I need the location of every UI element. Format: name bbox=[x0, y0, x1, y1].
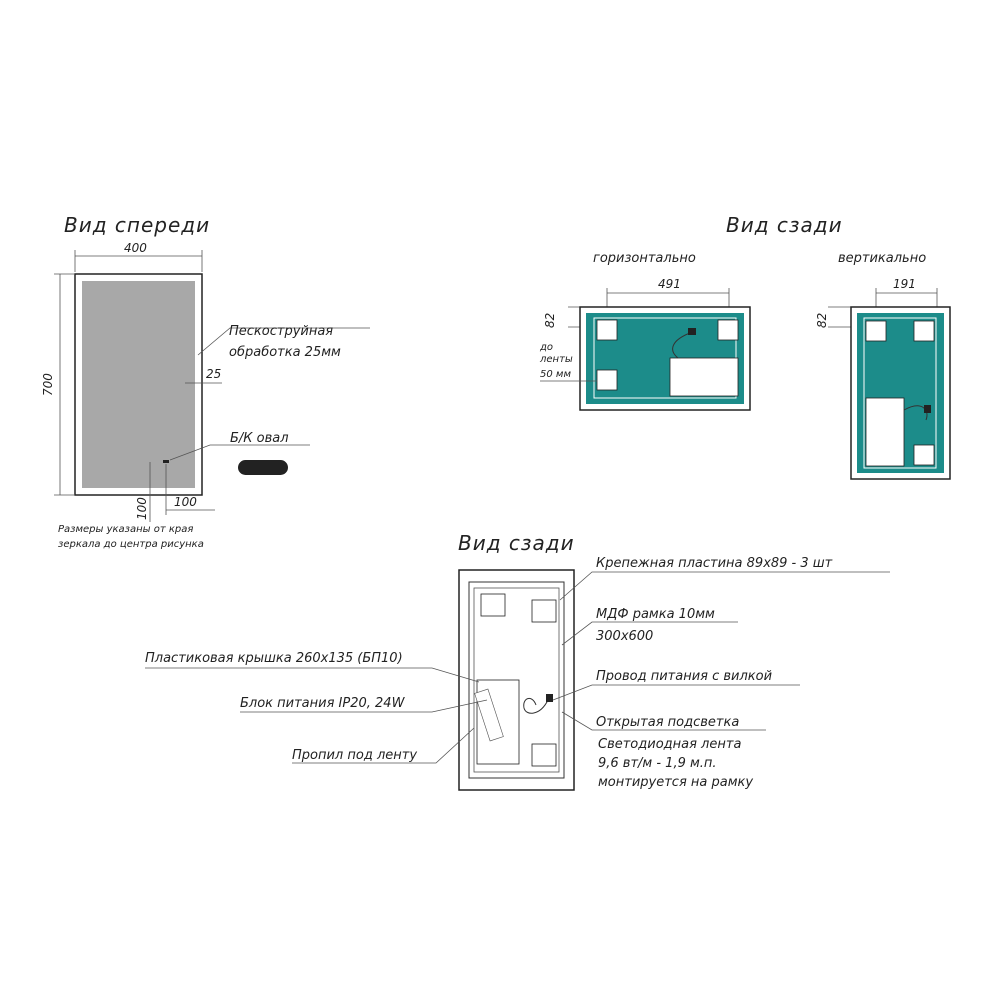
v-inner-border bbox=[863, 317, 937, 469]
back-bottom-title: Вид сзади bbox=[458, 531, 575, 555]
h-plate-1 bbox=[596, 319, 618, 341]
sandblast-label-2: обработка 25мм bbox=[229, 345, 341, 360]
horizontal-label: горизонтально bbox=[593, 251, 696, 266]
tape-note-1: до bbox=[539, 342, 553, 353]
h-cable bbox=[672, 332, 691, 359]
h-plate-3 bbox=[596, 369, 618, 391]
back-cable bbox=[523, 697, 549, 714]
front-view-title: Вид спереди bbox=[64, 213, 210, 237]
strip-label-3: монтируется на рамку bbox=[598, 775, 753, 790]
front-view: Вид спереди 400 700 Пескоструйная обрабо… bbox=[41, 213, 370, 550]
mdf-label-1: МДФ рамка 10мм bbox=[596, 607, 715, 622]
front-note-1: Размеры указаны от края bbox=[58, 524, 193, 535]
v-plate-1 bbox=[865, 320, 887, 342]
h-height-dim: 82 bbox=[543, 313, 557, 328]
v-plate-3 bbox=[913, 444, 935, 466]
v-psu-cover bbox=[865, 397, 905, 467]
back-plate-1 bbox=[480, 593, 506, 617]
sandblast-dim: 25 bbox=[206, 367, 221, 381]
h-plate-2 bbox=[717, 319, 739, 341]
tape-note-2: ленты bbox=[539, 354, 573, 365]
sandblast-label-1: Пескоструйная bbox=[229, 324, 333, 339]
front-mirror-glass bbox=[82, 281, 195, 488]
v-height-dim: 82 bbox=[815, 313, 829, 328]
v-plate-2 bbox=[913, 320, 935, 342]
back-frame-mdf bbox=[473, 587, 560, 773]
back-view-top: Вид сзади горизонтально вертикально 491 … bbox=[539, 213, 951, 480]
sensor-oval-icon bbox=[238, 460, 288, 475]
back-top-title: Вид сзади bbox=[726, 213, 843, 237]
sensor-offset-right: 100 bbox=[174, 495, 197, 509]
cover-label: Пластиковая крышка 260х135 (БП10) bbox=[145, 651, 403, 666]
sensor-offset-bottom: 100 bbox=[135, 497, 149, 520]
back-plug-icon bbox=[546, 694, 553, 702]
h-psu-cover bbox=[669, 357, 739, 397]
v-width-dim: 191 bbox=[893, 277, 916, 291]
v-plug-icon bbox=[924, 405, 931, 413]
cut-label: Пропил под ленту bbox=[292, 748, 417, 763]
back-plate-3 bbox=[531, 743, 557, 767]
vertical-label: вертикально bbox=[838, 251, 926, 266]
cable-label: Провод питания с вилкой bbox=[596, 669, 772, 684]
tape-note-3: 50 мм bbox=[540, 369, 571, 380]
v-cable bbox=[903, 405, 928, 421]
sensor-marker bbox=[163, 460, 169, 463]
front-height-dim: 700 bbox=[41, 373, 55, 396]
strip-label-2: 9,6 вт/м - 1,9 м.п. bbox=[598, 756, 717, 771]
strip-label-1: Светодиодная лента bbox=[598, 737, 741, 752]
front-note-2: зеркала до центра рисунка bbox=[58, 539, 204, 550]
back-plate-2 bbox=[531, 599, 557, 623]
led-label: Открытая подсветка bbox=[596, 715, 739, 730]
mdf-label-2: 300х600 bbox=[596, 629, 653, 644]
psu-label: Блок питания IP20, 24W bbox=[240, 696, 406, 711]
sensor-label: Б/К овал bbox=[230, 431, 289, 446]
h-plug-icon bbox=[688, 328, 696, 335]
front-width-dim: 400 bbox=[124, 241, 147, 255]
h-width-dim: 491 bbox=[658, 277, 681, 291]
plate-label: Крепежная пластина 89х89 - 3 шт bbox=[596, 556, 833, 571]
back-view-bottom: Вид сзади Крепежная пластина 89х89 - 3 ш… bbox=[145, 531, 890, 791]
back-psu-box bbox=[474, 688, 504, 742]
